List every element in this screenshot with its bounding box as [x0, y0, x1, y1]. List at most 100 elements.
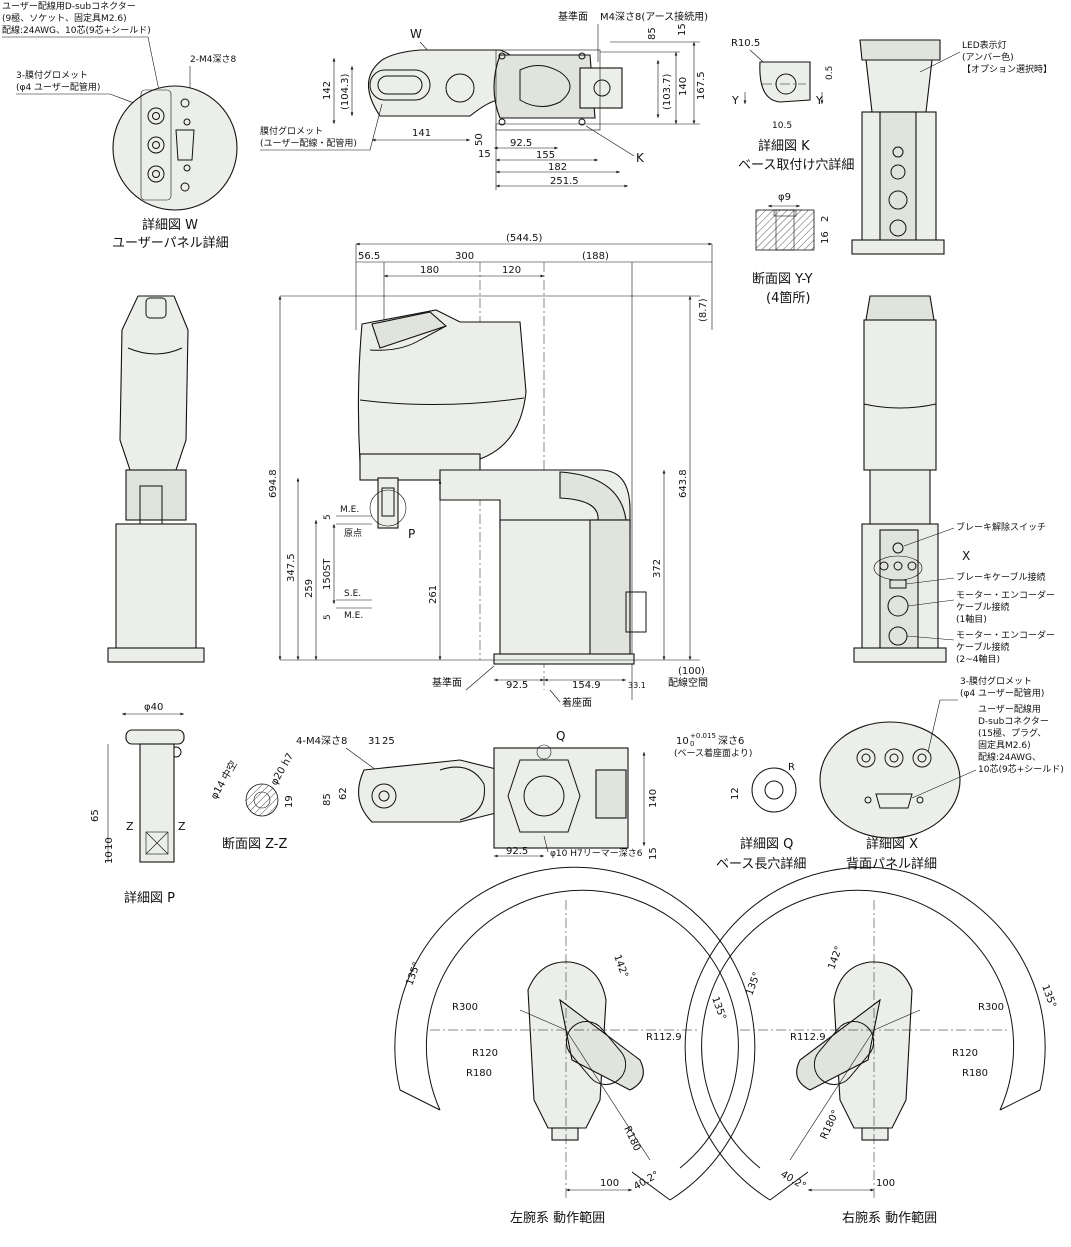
detail-w-subcaption: ユーザーパネル詳細 [112, 235, 229, 251]
dim-182: 182 [548, 162, 567, 173]
motor2-line3: (2~4軸目) [956, 653, 1000, 665]
dim-50: 50 [474, 133, 485, 146]
front-ref-face: 基準面 [432, 676, 462, 689]
dim-5b: 5 [323, 614, 333, 620]
range-right-100: 100 [876, 1178, 895, 1189]
detail-w-connector-line2: (9極、ソケット、固定具M2.6) [2, 12, 127, 24]
top-membrane-line2: (ユーザー配線・配管用) [260, 137, 357, 149]
detail-p-caption: 詳細図 P [124, 890, 175, 906]
detail-q-depth: 深さ6 [718, 735, 744, 747]
motor1-line1: モーター・エンコーダー [956, 589, 1055, 601]
section-yy-2: 2 [820, 216, 831, 222]
range-right-caption: 右腕系 動作範囲 [842, 1210, 937, 1226]
dim-85-top: 85 [647, 27, 658, 40]
detail-p-10b: 10 [104, 851, 115, 864]
detail-q-caption: 詳細図 Q [740, 836, 793, 852]
detail-q: 10 +0.015 0 深さ6 (ベース着座面より) 12 R 詳細図 Q ベー… [674, 732, 806, 872]
detail-q-note: (ベース着座面より) [674, 747, 752, 759]
dim-180: 180 [420, 265, 439, 276]
range-left-r180b: R180 [621, 1125, 642, 1153]
range-right: 135° 135° 142° R300 R112.9 R120 R180 R18… [684, 866, 1058, 1226]
detail-k-y-left: Y [731, 94, 739, 107]
detail-w-grommet-line1: 3-膜付グロメット [16, 69, 88, 81]
detail-w-connector-line3: 配線:24AWG、10芯(9芯+シールド) [2, 24, 151, 36]
detail-p: φ40 65 10 10 Z Z 詳細図 P [90, 702, 186, 906]
range-left-caption: 左腕系 動作範囲 [510, 1210, 605, 1226]
dim-142: 142 [322, 81, 333, 100]
detail-p-z-left: Z [126, 820, 134, 833]
dim-15a: 15 [478, 149, 491, 160]
detail-k-10-5: 10.5 [772, 121, 792, 131]
top-membrane-line1: 膜付グロメット [260, 125, 323, 137]
detail-x-connector-line3: (15極、プラグ、 [978, 727, 1046, 739]
detail-q-tol-up: +0.015 [690, 732, 716, 740]
detail-k-r: R10.5 [731, 38, 760, 49]
dim-92-5-bottom: 92.5 [506, 846, 528, 857]
led-note-line3: 【オプション選択時】 [962, 63, 1052, 75]
range-left-r120: R120 [472, 1048, 498, 1059]
dim-300: 300 [455, 251, 474, 262]
detail-k-caption: 詳細図 K [758, 138, 810, 154]
detail-k-subcaption: ベース取付け穴詳細 [738, 157, 854, 173]
dim-259: 259 [304, 579, 315, 598]
range-left-r112-9: R112.9 [646, 1032, 682, 1043]
side-view-right: ブレーキ解除スイッチ X ブレーキケーブル接続 モーター・エンコーダー ケーブル… [853, 295, 1055, 665]
detail-p-65: 65 [90, 809, 101, 822]
dim-694-8: 694.8 [268, 469, 279, 498]
label-se: S.E. [344, 589, 361, 599]
dim-141: 141 [412, 128, 431, 139]
motor2-line2: ケーブル接続 [956, 641, 1009, 653]
range-right-142: 142° [826, 945, 845, 971]
led-note-line2: (アンバー色) [962, 51, 1014, 63]
section-zz-19: 19 [284, 795, 295, 808]
section-zz-phi20: φ20 h7 [269, 752, 296, 788]
detail-k-0-5: 0.5 [825, 66, 835, 80]
dim-140-bottom: 140 [648, 789, 659, 808]
section-zz-caption: 断面図 Z-Z [222, 837, 288, 852]
range-right-r300: R300 [978, 1002, 1004, 1013]
dim-92-5-top: 92.5 [510, 138, 532, 149]
detail-w-grommet-line2: (φ4 ユーザー配管用) [16, 81, 100, 93]
section-yy-16: 16 [820, 231, 831, 244]
detail-k: R10.5 Y Y 0.5 10.5 詳細図 K ベース取付け穴詳細 [731, 38, 854, 173]
dim-92-5-front: 92.5 [506, 680, 528, 691]
dim-100-front: (100) [678, 666, 705, 677]
detail-x: 3-膜付グロメット (φ4 ユーザー配管用) ユーザー配線用 D-subコネクタ… [819, 675, 1064, 872]
dim-120: 120 [502, 265, 521, 276]
range-left-135a: 135° [404, 961, 423, 987]
detail-p-10a: 10 [104, 837, 115, 850]
motor1-line2: ケーブル接続 [956, 601, 1009, 613]
range-left-100: 100 [600, 1178, 619, 1189]
range-right-135a: 135° [744, 971, 763, 997]
dim-167-5: 167.5 [696, 71, 707, 100]
detail-w: ユーザー配線用D-subコネクター (9極、ソケット、固定具M2.6) 配線:2… [2, 0, 238, 251]
detail-q-r: R [788, 762, 795, 773]
section-yy-caption: 断面図 Y-Y [752, 272, 813, 287]
led-note-line1: LED表示灯 [962, 39, 1007, 51]
dim-8-7: (8.7) [698, 298, 709, 322]
detail-x-grommet-line2: (φ4 ユーザー配管用) [960, 687, 1044, 699]
detail-w-connector-line1: ユーザー配線用D-subコネクター [2, 0, 136, 12]
side-view-right-top: LED表示灯 (アンバー色) 【オプション選択時】 [851, 39, 1052, 255]
range-right-r180a: R180 [962, 1068, 988, 1079]
range-left-142: 142° [611, 953, 630, 979]
range-left-r180a: R180 [466, 1068, 492, 1079]
bottom-screw-note: 4-M4深さ8 [296, 735, 347, 747]
wiring-space: 配線空間 [668, 676, 708, 689]
detail-k-y-right: Y [815, 94, 823, 107]
dim-155: 155 [536, 150, 555, 161]
top-ref-face: 基準面 [558, 10, 588, 23]
dim-25: 25 [382, 736, 395, 747]
top-ground-note: M4深さ8(アース接続用) [600, 10, 708, 23]
side-view-left [107, 295, 205, 663]
section-zz: φ14 中空 φ20 h7 19 断面図 Z-Z [207, 752, 296, 852]
detail-x-connector-line5: 配線:24AWG、 [978, 751, 1041, 763]
bottom-view: 4-M4深さ8 31 25 Q 85 62 140 15 92.5 φ10 H7… [296, 729, 659, 860]
label-p: P [408, 527, 415, 541]
dim-62: 62 [338, 787, 349, 800]
detail-w-screw-note: 2-M4深さ8 [190, 54, 236, 65]
front-view: (544.5) 56.5 300 (188) 180 120 (8.7) 694… [268, 233, 713, 709]
dim-154-9: 154.9 [572, 680, 601, 691]
dim-15b: 15 [677, 23, 688, 36]
